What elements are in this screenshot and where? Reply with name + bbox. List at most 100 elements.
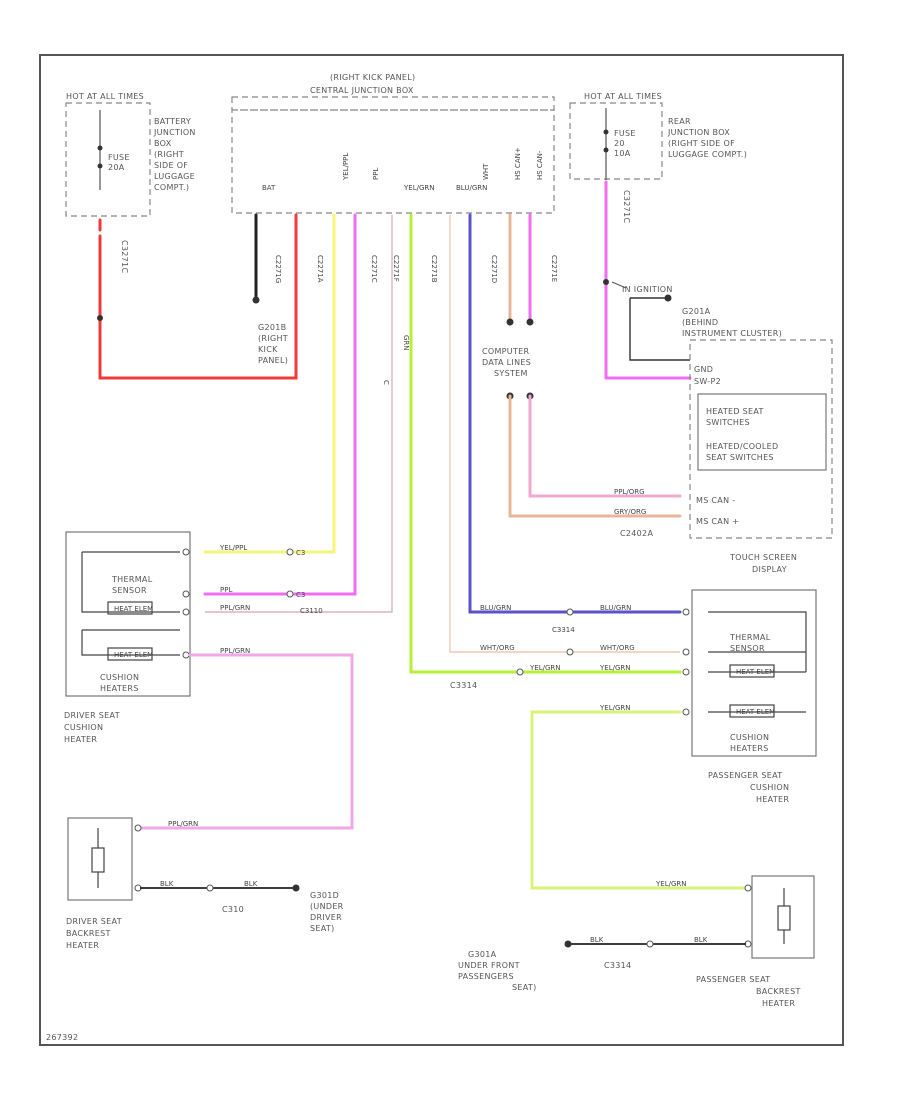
driver-thermal-2: SENSOR [112, 586, 147, 595]
cjb-pin-bat: BAT [262, 184, 276, 192]
left-box-label-2: JUNCTION [153, 128, 196, 137]
passenger-group-2: HEATERS [730, 744, 769, 753]
display-outline [689, 339, 833, 539]
ground-ic-label-3: INSTRUMENT CLUSTER) [682, 329, 782, 338]
right-box-label-1: REAR [668, 117, 691, 126]
passenger-wire-yel2: YEL/GRN [599, 704, 630, 712]
diagram-frame [39, 54, 844, 1046]
passenger-element-2: HEAT ELEM [736, 708, 775, 716]
cjb-outline [231, 96, 555, 214]
touch-screen-display: GND SW-P2 HEATED SEAT SWITCHES HEATED/CO… [620, 339, 833, 574]
left-junction-box-outline [65, 102, 151, 217]
passenger-ground-3: PASSENGERS [458, 972, 514, 981]
right-box-label-3: (RIGHT SIDE OF [668, 139, 735, 148]
left-box-label-5: SIDE OF [154, 161, 188, 170]
cjb-conn-5: C2271D [490, 255, 498, 283]
left-power-source: HOT AT ALL TIMES FUSE 20A BATTERY JUNCTI… [65, 92, 196, 273]
computer-bus-label-2: DATA LINES [482, 358, 531, 367]
passenger-backrest-wire-top: YEL/GRN [655, 880, 686, 888]
right-fuse-label-3: 10A [614, 149, 631, 158]
center-wire-wht: WHT/ORG [480, 644, 515, 652]
cjb-pin-1: YEL/PPL [342, 153, 350, 181]
passenger-wire-yel: YEL/GRN [599, 664, 630, 672]
wire-purple-green [205, 215, 393, 613]
driver-wire-c: PPL/GRN [220, 604, 250, 612]
passenger-backrest-wire-b: BLK [694, 936, 708, 944]
computer-bus-label-1: COMPUTER [482, 347, 530, 356]
passenger-backrest-heater: YEL/GRN BLK BLK C3314 G301A UNDER FRONT … [458, 875, 815, 1008]
cjb-pin-3: WHT [482, 163, 490, 180]
cjb-conn-6: C2271E [550, 255, 558, 282]
display-wire-gry: GRY/ORG [614, 508, 646, 516]
cjb-pin-5: HS CAN- [536, 150, 544, 180]
passenger-wire-wht: WHT/ORG [600, 644, 635, 652]
driver-backrest-wire-b: BLK [244, 880, 258, 888]
driver-thermal-1: THERMAL [111, 575, 153, 584]
cjb-pin-grn: YEL/GRN [403, 184, 434, 192]
display-cooled-1: HEATED/COOLED [706, 442, 778, 451]
driver-wire-a: YEL/PPL [219, 544, 247, 552]
right-power-source: HOT AT ALL TIMES FUSE 20 10A REAR JUNCTI… [569, 92, 747, 223]
right-fuse-label-1: FUSE [614, 129, 636, 138]
passenger-name-2: CUSHION [750, 783, 789, 792]
passenger-cushion-heater: THERMAL SENSOR HEAT ELEM HEAT ELEM CUSHI… [599, 589, 817, 804]
wire-purple [203, 213, 357, 596]
passenger-ground-2: UNDER FRONT [458, 961, 520, 970]
driver-element-2: HEAT ELEM [114, 651, 153, 659]
driver-backrest-outline [67, 817, 133, 901]
driver-backrest-wire-a: BLK [160, 880, 174, 888]
driver-wire-b: PPL [220, 586, 232, 594]
left-hot-label: HOT AT ALL TIMES [66, 92, 144, 101]
passenger-cushion-outline [691, 589, 817, 757]
driver-cushion-heater: THERMAL SENSOR HEAT ELEM HEAT ELEM CUSHI… [64, 531, 323, 744]
cjb-title-2: CENTRAL JUNCTION BOX [310, 86, 414, 95]
driver-element-1: HEAT ELEM [114, 605, 153, 613]
passenger-backrest-name-1: PASSENGER SEAT [696, 975, 770, 984]
driver-splice: C3110 [300, 607, 323, 615]
display-gnd: GND [694, 365, 713, 374]
cjb-conn-4: C2271B [430, 255, 438, 283]
ignition-label: IN IGNITION [622, 285, 673, 294]
driver-backrest-heater: PPL/GRN BLK BLK C310 G301D (UNDER DRIVER… [66, 817, 344, 950]
passenger-name-3: HEATER [756, 795, 789, 804]
driver-ground-2: (UNDER [310, 902, 344, 911]
left-fuse-label-1: FUSE [108, 153, 130, 162]
driver-backrest-name-2: BACKREST [66, 929, 111, 938]
driver-cushion-outline [65, 531, 191, 697]
wire-right-purple [604, 180, 692, 380]
driver-ground-4: SEAT) [310, 924, 335, 933]
cjb-pin-4: HS CAN+ [514, 147, 522, 180]
cjb-pin-blu: BLU/GRN [456, 184, 487, 192]
splice-c-label: C [382, 380, 390, 385]
display-heated-1: HEATED SEAT [706, 407, 764, 416]
right-hot-label: HOT AT ALL TIMES [584, 92, 662, 101]
driver-backrest-name-3: HEATER [66, 941, 99, 950]
cjb-title-1: (RIGHT KICK PANEL) [330, 73, 415, 82]
display-ms-can-plus: MS CAN + [696, 517, 739, 526]
left-box-label-1: BATTERY [154, 117, 191, 126]
display-heated-2: SWITCHES [706, 418, 750, 427]
ground-kick-label-1: G201B [258, 323, 286, 332]
left-box-label-4: (RIGHT [154, 150, 184, 159]
driver-backrest-splice: C310 [222, 905, 244, 914]
cjb-conn-2: C2271C [370, 255, 378, 283]
cjb-pin-2: PPL [372, 168, 380, 180]
driver-name-1: DRIVER SEAT [64, 711, 120, 720]
cjb-conn-3: C2271F [392, 255, 400, 282]
right-connector-label: C3271C [622, 190, 631, 223]
right-box-label-4: LUGGAGE COMPT.) [668, 150, 747, 159]
cjb-conn-1: C2271A [316, 255, 324, 283]
display-wire-ppl: PPL/ORG [614, 488, 645, 496]
right-junction-box-outline [569, 102, 663, 180]
passenger-backrest-wire-a: BLK [590, 936, 604, 944]
wire-passenger-backrest-feed [530, 710, 750, 890]
wire-blue-green [468, 213, 682, 614]
display-switch-block [697, 393, 827, 471]
passenger-backrest-name-3: HEATER [762, 999, 795, 1008]
central-junction-box: (RIGHT KICK PANEL) CENTRAL JUNCTION BOX … [231, 73, 558, 283]
passenger-thermal-2: SENSOR [730, 644, 765, 653]
driver-backrest-name-1: DRIVER SEAT [66, 917, 122, 926]
wire-gray-label: GRN [402, 335, 410, 351]
driver-group-2: HEATERS [100, 684, 139, 693]
